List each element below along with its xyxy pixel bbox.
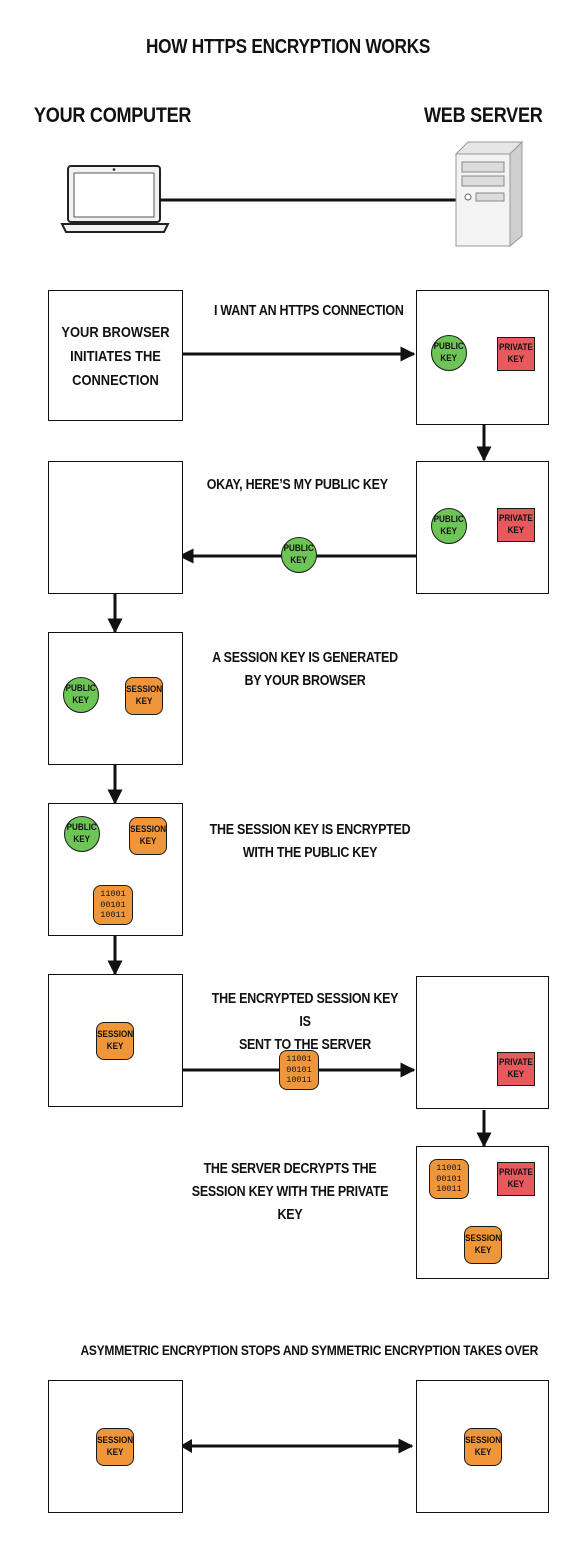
session-key: SESSION KEY [125, 677, 163, 715]
encrypted-session-key: 11001 00101 10011 [429, 1159, 469, 1199]
browser-box-1: YOUR BROWSER INITIATES THE CONNECTION [48, 290, 183, 421]
browser-box-3: PUBLIC KEY SESSION KEY [48, 632, 183, 765]
private-key: PRIVATE KEY [497, 1162, 535, 1196]
server-box-2: PUBLIC KEY PRIVATE KEY [416, 461, 549, 594]
browser-box-2 [48, 461, 183, 594]
private-key: PRIVATE KEY [497, 1052, 535, 1086]
session-key: SESSION KEY [96, 1428, 134, 1466]
browser-initiates-text: YOUR BROWSER INITIATES THE CONNECTION [61, 324, 170, 389]
public-key: PUBLIC KEY [431, 508, 467, 544]
server-box-1: PUBLIC KEY PRIVATE KEY [416, 290, 549, 425]
network-line [160, 198, 460, 202]
session-key: SESSION KEY [464, 1226, 502, 1264]
public-key: PUBLIC KEY [431, 335, 467, 371]
msg-https-request: I WANT AN HTTPS CONNECTION [214, 303, 404, 319]
session-key: SESSION KEY [96, 1022, 134, 1060]
encrypted-session-key: 11001 00101 10011 [93, 885, 133, 925]
private-key: PRIVATE KEY [497, 508, 535, 542]
arrow-symmetric-left-head [180, 1439, 192, 1453]
msg-session-generated: A SESSION KEY IS GENERATED BY YOUR BROWS… [212, 650, 398, 689]
server-box-final: SESSION KEY [416, 1380, 549, 1513]
private-key: PRIVATE KEY [497, 337, 535, 371]
server-icon [454, 140, 524, 248]
public-key: PUBLIC KEY [63, 677, 99, 713]
msg-public-key: OKAY, HERE’S MY PUBLIC KEY [206, 477, 388, 493]
public-key: PUBLIC KEY [64, 816, 100, 852]
browser-box-4: PUBLIC KEY SESSION KEY 11001 00101 10011 [48, 803, 183, 936]
msg-session-encrypted: THE SESSION KEY IS ENCRYPTED WITH THE PU… [209, 822, 411, 861]
web-server-heading: WEB SERVER [424, 104, 543, 127]
encrypted-key-in-transit: 11001 00101 10011 [279, 1050, 319, 1090]
browser-box-5: SESSION KEY [48, 974, 183, 1107]
laptop-icon [60, 165, 170, 233]
server-box-4: 11001 00101 10011 PRIVATE KEY SESSION KE… [416, 1146, 549, 1279]
your-computer-heading: YOUR COMPUTER [34, 104, 192, 127]
diagram-title: HOW HTTPS ENCRYPTION WORKS [146, 36, 431, 58]
msg-symmetric-takes-over: ASYMMETRIC ENCRYPTION STOPS AND SYMMETRI… [80, 1342, 539, 1358]
msg-sent-to-server: THE ENCRYPTED SESSION KEY IS SENT TO THE… [211, 991, 399, 1053]
session-key: SESSION KEY [464, 1428, 502, 1466]
session-key: SESSION KEY [129, 817, 167, 855]
msg-server-decrypts: THE SERVER DECRYPTS THE SESSION KEY WITH… [191, 1161, 389, 1223]
browser-box-final: SESSION KEY [48, 1380, 183, 1513]
server-box-3: PRIVATE KEY [416, 976, 549, 1109]
public-key-in-transit: PUBLIC KEY [281, 537, 317, 573]
